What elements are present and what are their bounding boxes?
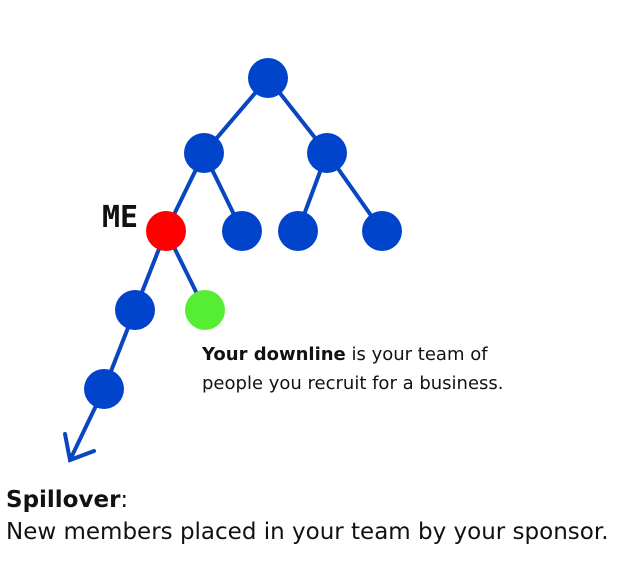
node-spillover — [115, 290, 155, 330]
me-label: ME — [102, 200, 139, 235]
node-spillover — [84, 369, 124, 409]
spillover-arrowhead — [63, 432, 96, 463]
tree-nodes — [84, 58, 402, 409]
node-root — [248, 58, 288, 98]
spillover-caption: Spillover: New members placed in your te… — [6, 484, 609, 548]
node — [307, 133, 347, 173]
downline-text: is your team of — [345, 344, 488, 365]
downline-caption: Your downline is your team of people you… — [202, 340, 504, 398]
node — [222, 211, 262, 251]
node — [362, 211, 402, 251]
downline-text-line2: people you recruit for a business. — [202, 373, 504, 394]
node-recruit — [185, 290, 225, 330]
node-me — [146, 211, 186, 251]
downline-term: Your downline — [202, 344, 346, 365]
spillover-colon: : — [120, 487, 129, 513]
spillover-term: Spillover — [6, 487, 121, 513]
spillover-definition: New members placed in your team by your … — [6, 519, 609, 545]
node-sponsor — [184, 133, 224, 173]
node — [278, 211, 318, 251]
